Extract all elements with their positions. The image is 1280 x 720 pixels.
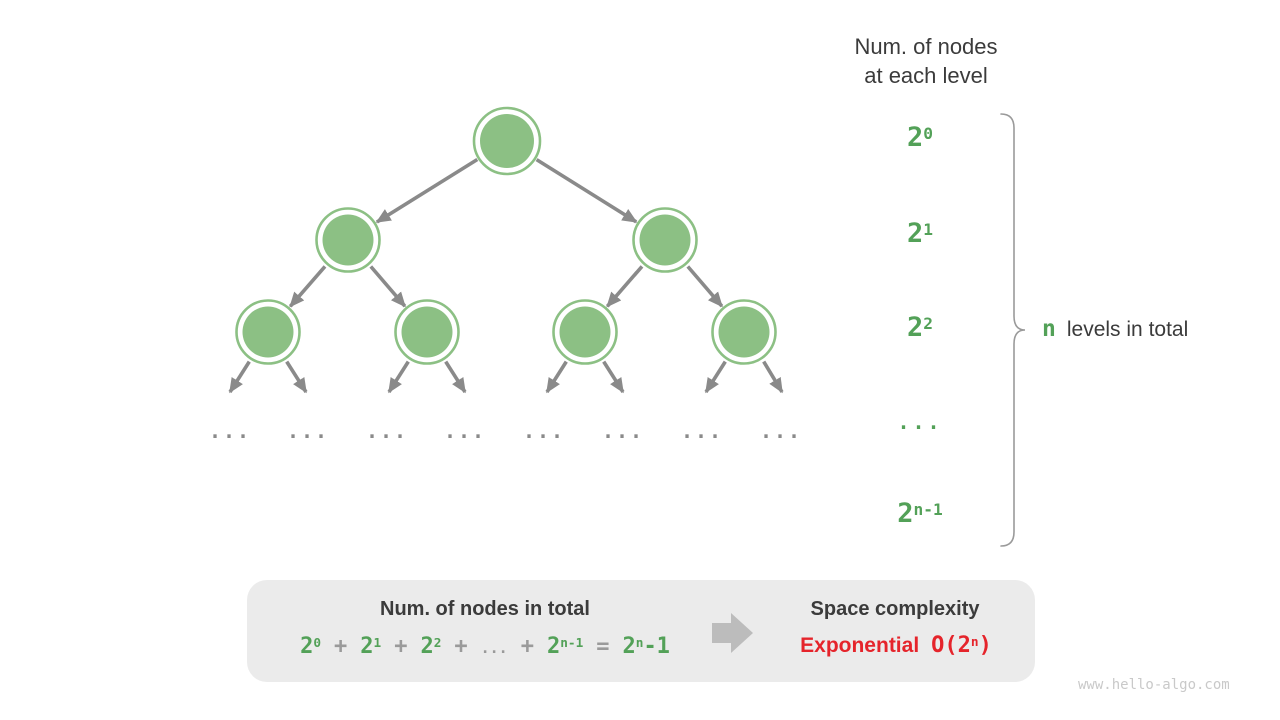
tree-ellipsis: ...	[208, 419, 252, 443]
formula-term-2^0: 20	[300, 634, 321, 659]
level-label-1: 21	[860, 218, 980, 253]
tree-ellipsis: ...	[443, 419, 487, 443]
total-nodes-title: Num. of nodes in total	[380, 598, 590, 620]
levels-count-symbol: n	[1042, 316, 1056, 342]
level-label-n-1-base: 2	[897, 498, 914, 529]
summary-box	[247, 580, 1035, 682]
tree-node-l1-left	[315, 207, 381, 273]
levels-brace	[1000, 113, 1026, 547]
level-label-2-sup: 2	[923, 313, 933, 333]
space-complexity-title: Space complexity	[810, 598, 980, 620]
level-label-n-1-sup: n-1	[913, 499, 943, 519]
formula-result: 2n-1	[622, 634, 670, 659]
tree-node-l2-4	[711, 299, 777, 365]
column-header-line2: at each level	[864, 63, 988, 88]
complexity-big-o: O(2n)	[931, 633, 992, 658]
formula-plus: +	[520, 634, 534, 659]
level-label-0-sup: 0	[923, 123, 933, 143]
tree-node-l2-1	[235, 299, 301, 365]
tree-ellipsis: ...	[601, 419, 645, 443]
level-label-ellipsis: ...	[897, 410, 943, 434]
level-label-1-base: 2	[906, 218, 924, 249]
site-watermark: www.hello-algo.com	[1078, 677, 1230, 693]
level-label-1-sup: 1	[923, 219, 933, 239]
formula-term-2^2: 22	[420, 634, 442, 659]
tree-ellipsis: ...	[680, 419, 724, 443]
tree-ellipsis: ...	[759, 419, 803, 443]
levels-in-total-text: levels in total	[1066, 318, 1189, 341]
complexity-word: Exponential	[800, 634, 920, 657]
tree-node-l1-right	[632, 207, 698, 273]
level-label-n-1: 2n-1	[860, 498, 980, 533]
levels-in-total-note: n levels in total	[1042, 316, 1188, 342]
column-header-line1: Num. of nodes	[854, 34, 998, 59]
tree-ellipsis: ...	[286, 419, 330, 443]
column-header: Num. of nodes at each level	[828, 32, 1024, 90]
level-label-0: 20	[860, 122, 980, 157]
tree-node-l2-2	[394, 299, 460, 365]
formula-term-2^1: 21	[360, 634, 382, 659]
complexity-result: Exponential O(2n)	[756, 633, 1036, 658]
tree-ellipsis: ...	[522, 419, 566, 443]
formula-plus: +	[394, 634, 408, 659]
level-label-2-base: 2	[906, 312, 924, 343]
formula-term-2^n-1: 2n-1	[546, 634, 584, 659]
formula-plus: +	[334, 634, 348, 659]
total-nodes-formula: 20 + 21 + 22 + ... + 2n-1 = 2n-1	[260, 634, 710, 659]
tree-node-l2-3	[552, 299, 618, 365]
tree-nodes	[235, 106, 777, 365]
tree-ellipsis: ...	[365, 419, 409, 443]
level-label-0-base: 2	[906, 122, 924, 153]
tree-edges	[228, 157, 784, 394]
formula-plus: +	[454, 634, 468, 659]
formula-ellipsis: ...	[480, 639, 508, 657]
tree-node-root	[472, 106, 542, 176]
level-label-2: 22	[860, 312, 980, 347]
formula-equals: =	[596, 634, 610, 659]
